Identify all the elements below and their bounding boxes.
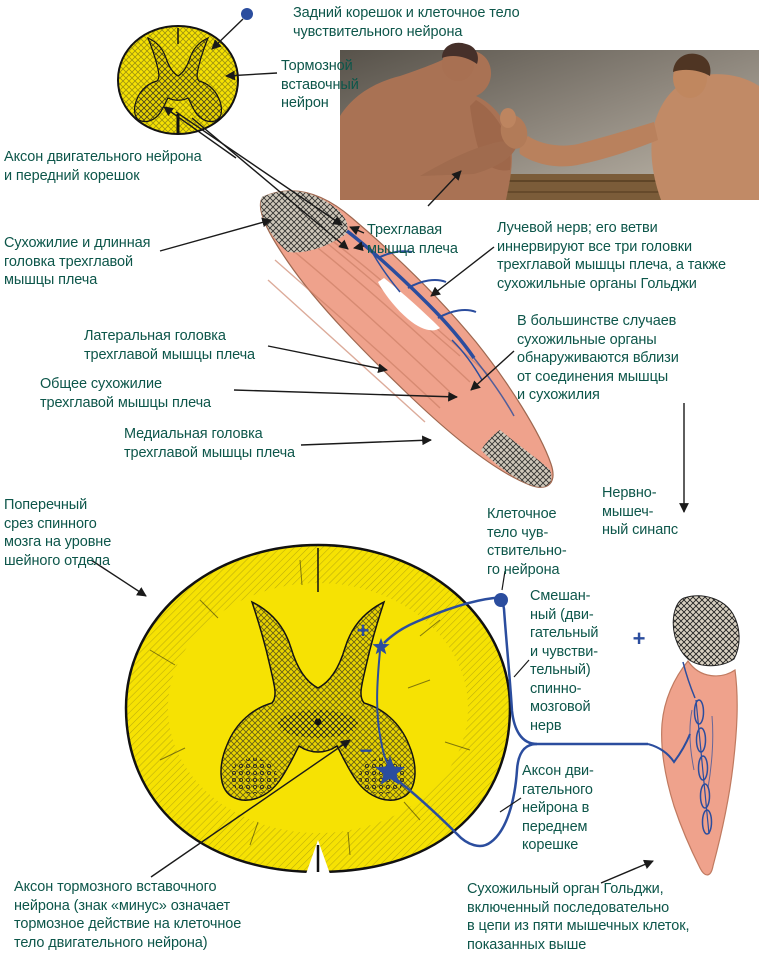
muscle-belly [661,659,738,876]
label-sensory-cell-body: Клеточное тело чув- ствительно- го нейро… [487,506,567,578]
plus-sign-golgi-organ: + [633,626,646,651]
label-lateral-head: Латеральная головка трехглавой мышцы пле… [84,328,256,363]
pointer-motor-axon-root [163,106,237,159]
pointer-common-tendon [233,389,458,402]
plus-sign-sensory: + [357,618,370,643]
pointer-lines [90,18,689,884]
radial-nerve-branches [345,229,515,417]
arrow-into-photo [427,170,462,207]
label-tendon-long-head: Сухожилие и длинная головка трехглавой м… [4,235,151,288]
nerve-line-to-muscle-2 [191,117,349,250]
label-common-tendon: Общее сухожилие трехглавой мышцы плеча [40,376,212,411]
label-inhibitory-axon-note: Аксон тормозного вставочного нейрона (зн… [14,879,242,951]
sensory-neuron-cell-body-dot [494,593,508,607]
pointer-inhibitory-axon-note [150,739,351,878]
label-radial-nerve: Лучевой нерв; его ветви иннервируют все … [497,220,726,292]
label-dorsal-root: Задний корешок и клеточное тело чувствит… [293,5,520,40]
arm-wrestling-photo [340,42,759,200]
pointer-sensory-cell-body [501,570,506,591]
label-mixed-nerve: Смешан- ный (дви- гательный и чувстви- т… [530,588,599,734]
pointer-inhibitory-interneuron [225,70,278,81]
central-canal [314,718,322,726]
minus-sign-inhibitory: − [360,738,373,763]
label-neuromuscular-synapse: Нервно- мышеч- ный синапс [602,485,679,538]
pointer-dorsal-root [211,18,244,50]
small-spinal-cord-illustration [116,24,240,136]
sensory-cell-body-dot-top [241,8,253,20]
right-wrestler-hair [673,53,711,76]
white-matter-texture [149,559,471,856]
pointer-triceps-a [349,225,365,235]
label-inhibitory-interneuron: Тормозной вставочный нейрон [281,58,359,111]
nerve-line-to-muscle-1 [175,111,343,226]
arm-muscle-cells-illustration [647,595,740,876]
pointer-golgi-note [600,859,654,884]
pointer-medial-head [300,435,432,446]
pointer-tendon-organs [470,350,515,391]
sensory-ending-star [372,638,390,655]
pointer-motor-axon-anterior [499,797,522,813]
pointer-cross-section [90,559,147,597]
right-wrestler-torso [651,74,759,200]
label-golgi-organ-note: Сухожильный орган Гольджи, включенный по… [467,881,690,953]
label-tendon-organs-location: В большинстве случаев сухожильные органы… [517,313,679,403]
pointer-triceps-b [353,241,365,252]
common-tendon-highlight [378,278,440,331]
motor-neuron-star [374,756,406,785]
inhibitory-interneuron-path [376,650,390,767]
label-medial-head: Медиальная головка трехглавой мышцы плеч… [124,426,296,461]
large-spinal-cord-illustration [124,543,512,874]
muscle-cell-chain [689,699,714,835]
pointer-lateral-head [267,345,388,374]
pointer-mixed-nerve [513,659,530,678]
triceps-muscle-illustration [259,190,554,488]
pointer-radial-nerve [430,246,495,297]
label-cross-section: Поперечный срез спинного мозга на уровне… [4,497,112,569]
left-wrestler-hair [442,42,478,64]
neuron-circuit: + − + [241,8,648,848]
label-motor-axon-anterior-root: Аксон дви- гательного нейрона в переднем… [522,763,594,853]
pointer-tendon-long-head [159,217,272,252]
label-motor-axon-ventral-root: Аксон двигательного нейрона и передний к… [4,149,202,184]
label-triceps: Трехглавая мышца плеча [367,222,458,257]
motor-axon-path [390,742,538,848]
